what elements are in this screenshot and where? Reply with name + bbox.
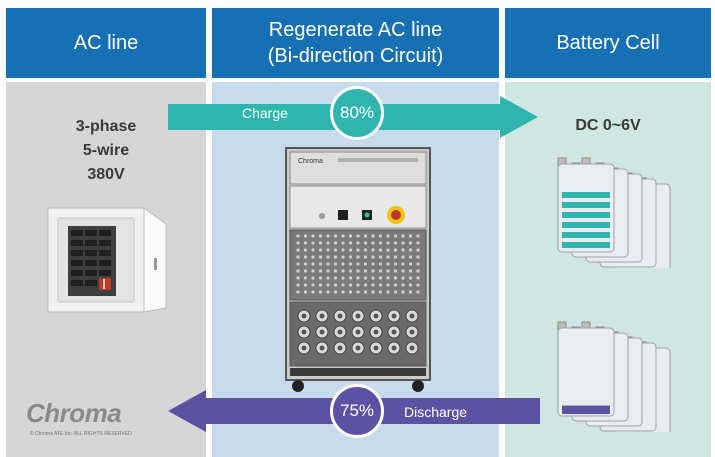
ac-line-header: AC line: [6, 8, 206, 78]
regenerative-tester-cabinet: Chroma: [285, 147, 431, 392]
charge-label: Charge: [242, 105, 288, 121]
ac-spec-wire: 5-wire: [82, 142, 130, 159]
discharged-battery-cells-icon: [557, 321, 671, 432]
battery-cell-header: Battery Cell: [505, 8, 711, 78]
copyright-notice: © Chroma ATE Inc. ALL RIGHTS RESERVED: [30, 431, 132, 437]
dc-voltage-spec: DC 0~6V: [575, 117, 641, 134]
cabinet-brand-label: Chroma: [298, 158, 323, 165]
electrical-panel-icon: [47, 207, 167, 313]
ac-spec-voltage: 380V: [87, 166, 125, 183]
charged-battery-cells-icon: [557, 157, 671, 268]
chroma-logo: Chroma: [26, 398, 122, 428]
regenerate-header: Regenerate AC line (Bi-direction Circuit…: [212, 8, 499, 78]
ac-line-spec: 3-phase 5-wire 380V: [6, 115, 206, 187]
charge-efficiency-badge: 80%: [330, 86, 384, 140]
discharge-efficiency-badge: 75%: [330, 384, 384, 438]
ac-spec-phase: 3-phase: [75, 118, 137, 135]
regenerate-header-line-2: (Bi-direction Circuit): [267, 45, 444, 67]
discharge-label: Discharge: [404, 404, 468, 420]
regenerate-header-line-1: Regenerate AC line: [268, 19, 443, 41]
